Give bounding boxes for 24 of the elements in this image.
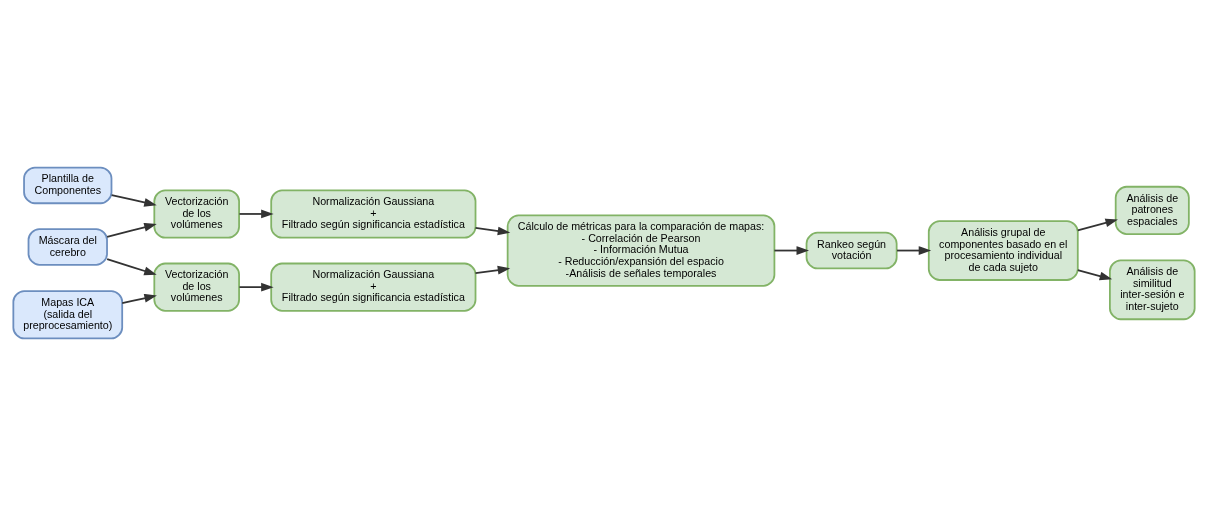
node-box: Análisis de similitud inter-sesión e inter-sujeto bbox=[1109, 259, 1196, 321]
arrow bbox=[110, 194, 157, 207]
node-box: Análisis de patrones espaciales bbox=[1114, 185, 1190, 235]
node-box: Rankeo según votación bbox=[805, 231, 898, 270]
arrow bbox=[238, 209, 274, 219]
node-box: Vectorización de los volúmenes bbox=[153, 262, 240, 312]
arrow bbox=[238, 282, 274, 292]
arrow bbox=[896, 246, 932, 255]
node-box: Mapas ICA (salida del preprocesamiento) bbox=[12, 290, 124, 340]
arrow bbox=[773, 246, 809, 255]
arrow bbox=[106, 258, 157, 276]
node-box: Análisis grupal de componentes basado en el procesamiento individual de cada sujeto bbox=[927, 220, 1079, 281]
node-box: Vectorización de los volúmenes bbox=[153, 189, 240, 239]
node-box: Normalización Gaussiana + Filtrado según significancia estadística bbox=[270, 189, 477, 239]
node-box: Plantilla de Componentes bbox=[23, 166, 113, 205]
arrow bbox=[1076, 269, 1113, 281]
arrow bbox=[1076, 218, 1118, 232]
node-box: Cálculo de métricas para la comparación de mapas: - Correlación de Pearson - Información Mutua - Reducción/expansión del espacio -Análisis de señales temporales bbox=[506, 214, 776, 287]
arrow bbox=[474, 226, 511, 236]
arrow bbox=[474, 265, 511, 275]
arrow bbox=[121, 293, 157, 304]
node-box: Máscara del cerebro bbox=[27, 228, 108, 266]
arrow bbox=[106, 223, 157, 238]
node-box: Normalización Gaussiana + Filtrado según significancia estadística bbox=[270, 262, 477, 312]
